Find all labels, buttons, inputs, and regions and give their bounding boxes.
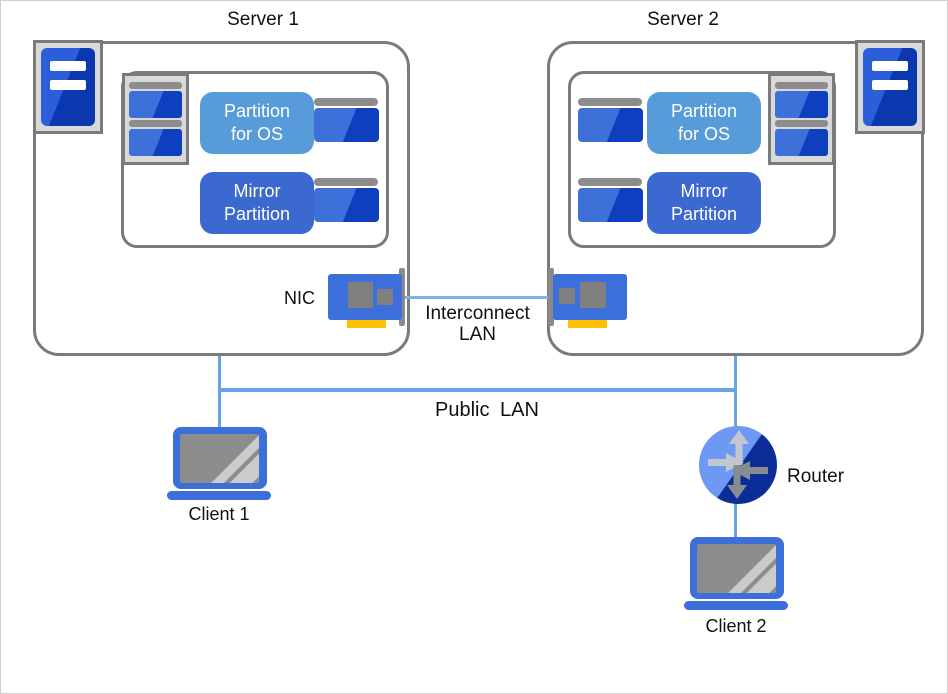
router-icon — [699, 426, 777, 504]
disk — [129, 91, 182, 118]
router-client2-line — [734, 503, 737, 539]
nic-connector — [568, 320, 607, 328]
interconnect-lan-label: Interconnect LAN — [425, 303, 530, 345]
drive-bay — [50, 80, 86, 90]
server2-title: Server 2 — [647, 9, 719, 30]
nic-chip — [559, 288, 575, 304]
disk-cap — [775, 82, 828, 89]
nic-bracket — [399, 268, 405, 326]
router-label: Router — [787, 466, 845, 487]
disk — [775, 129, 828, 156]
server2-disk-stack-icon — [768, 73, 835, 165]
public-lan-line — [218, 388, 737, 392]
server2-mirror-partition: Mirror Partition — [647, 172, 761, 234]
client1-label: Client 1 — [188, 504, 250, 524]
server1-public-lan-drop-line — [218, 356, 221, 428]
client2-laptop-icon — [684, 537, 788, 610]
server1-os-partition: Partition for OS — [200, 92, 314, 154]
client2-label: Client 2 — [705, 616, 767, 636]
disk — [314, 188, 379, 222]
disk — [129, 129, 182, 156]
server1-os-hard-disk-icon — [314, 98, 379, 143]
tower-front — [41, 48, 95, 126]
laptop-base — [684, 601, 788, 610]
disk — [314, 108, 379, 142]
server2-mirror-hard-disk-icon — [578, 178, 643, 223]
drive-bay — [50, 61, 86, 71]
disk-cap — [775, 120, 828, 127]
server1-network-card-icon — [328, 268, 407, 328]
disk — [578, 108, 643, 142]
server1-tower-server-icon — [33, 40, 103, 134]
disk-cap — [129, 82, 182, 89]
laptop-lid — [690, 537, 784, 599]
drive-bay — [872, 61, 908, 71]
server1-mirror-hard-disk-icon — [314, 178, 379, 223]
disk — [775, 91, 828, 118]
server1-mirror-partition: Mirror Partition — [200, 172, 314, 234]
laptop-screen — [697, 544, 776, 593]
interconnect-lan-line — [405, 296, 549, 299]
nic-label: NIC — [284, 288, 315, 308]
server1-title: Server 1 — [227, 9, 299, 30]
server2-network-card-icon — [548, 268, 627, 328]
laptop-lid — [173, 427, 267, 489]
nic-chip — [348, 282, 373, 308]
disk-cap — [578, 178, 642, 186]
laptop-screen — [180, 434, 259, 483]
server2-os-partition: Partition for OS — [647, 92, 761, 154]
disk-cap — [314, 98, 378, 106]
server2-tower-server-icon — [855, 40, 925, 134]
tower-front — [863, 48, 917, 126]
laptop-base — [167, 491, 271, 500]
server2-os-hard-disk-icon — [578, 98, 643, 143]
nic-connector — [347, 320, 386, 328]
drive-bay — [872, 80, 908, 90]
nic-chip — [377, 289, 393, 305]
disk-cap — [578, 98, 642, 106]
client1-laptop-icon — [167, 427, 271, 500]
nic-chip — [580, 282, 606, 308]
nic-bracket — [548, 268, 554, 326]
server1-disk-stack-icon — [122, 73, 189, 165]
disk — [578, 188, 643, 222]
public-lan-label: Public LAN — [435, 399, 539, 421]
disk-cap — [129, 120, 182, 127]
disk-cap — [314, 178, 378, 186]
